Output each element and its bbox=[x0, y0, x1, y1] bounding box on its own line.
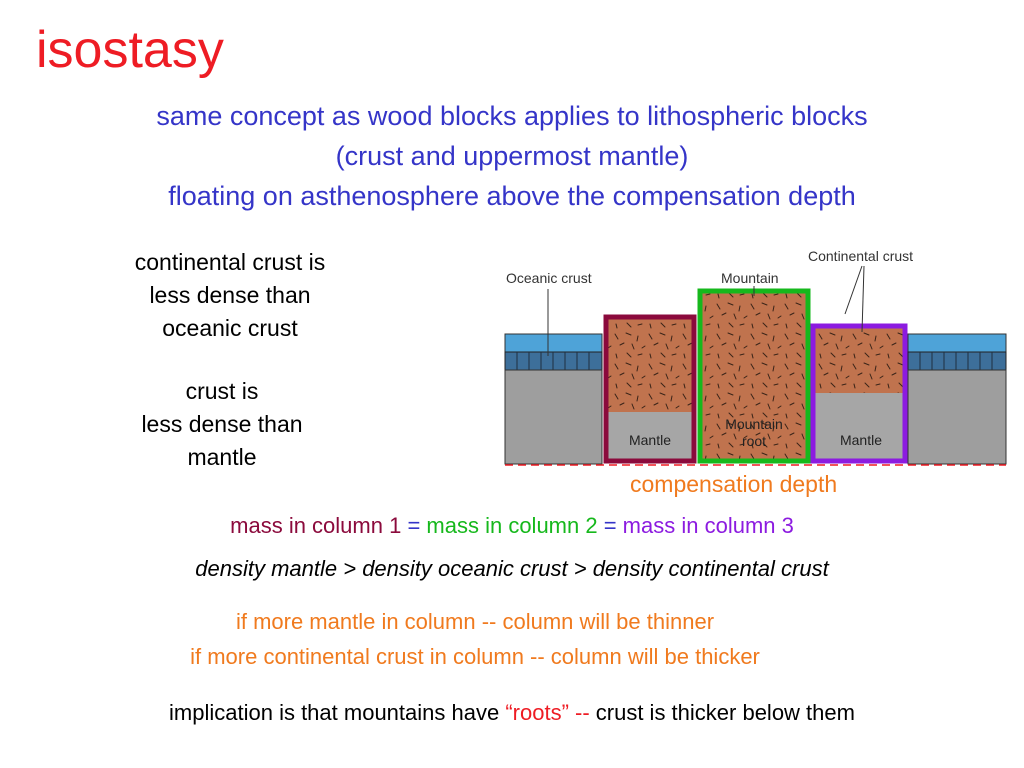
ocean-right bbox=[907, 333, 1007, 353]
conditional-statements: if more mantle in column -- column will … bbox=[0, 604, 950, 674]
column-1-mantle bbox=[606, 412, 694, 461]
implication-dash: -- bbox=[568, 700, 590, 725]
ocean-left bbox=[504, 333, 603, 353]
mountain-root-label-1: Mountain bbox=[725, 416, 783, 432]
oceanic-crust-label: Oceanic crust bbox=[506, 270, 592, 286]
continental-crust-leader-1 bbox=[844, 265, 863, 315]
equals-sign-1: = bbox=[401, 513, 427, 538]
column-3-outline bbox=[810, 323, 908, 464]
if-crust-line: if more continental crust in column -- c… bbox=[190, 644, 760, 669]
mass-column-1: mass in column 1 bbox=[230, 513, 402, 538]
side-note-continental-vs-oceanic: continental crust is less dense than oce… bbox=[95, 246, 365, 345]
mass-column-3: mass in column 3 bbox=[622, 513, 794, 538]
subtitle-line-2: (crust and uppermost mantle) bbox=[335, 141, 689, 171]
subtitle-line-3: floating on asthenosphere above the comp… bbox=[168, 181, 856, 211]
if-mantle-line: if more mantle in column -- column will … bbox=[235, 609, 715, 634]
column-1-mantle-label: Mantle bbox=[629, 432, 671, 448]
column-2-mountain-root bbox=[700, 291, 808, 461]
side-note-2-line-1: crust is bbox=[185, 378, 259, 404]
implication-part-1: implication is that mountains have bbox=[169, 700, 506, 725]
mantle-right bbox=[907, 369, 1007, 465]
column-1-outline bbox=[603, 314, 697, 464]
mass-column-2: mass in column 2 bbox=[426, 513, 598, 538]
column-3-crust bbox=[813, 326, 905, 393]
side-note-1-line-2: less dense than bbox=[149, 282, 311, 308]
column-3-mantle-label: Mantle bbox=[840, 432, 882, 448]
isostasy-diagram: Oceanic crust Mountain Continental crust… bbox=[504, 248, 1007, 466]
equals-sign-2: = bbox=[597, 513, 623, 538]
implication-part-2: crust is thicker below them bbox=[589, 700, 855, 725]
side-note-1-line-3: oceanic crust bbox=[162, 315, 298, 341]
implication-line: implication is that mountains have “root… bbox=[0, 700, 1024, 726]
mountain-label: Mountain bbox=[721, 270, 779, 286]
mass-equation: mass in column 1 = mass in column 2 = ma… bbox=[0, 513, 1024, 539]
continental-crust-leader-2 bbox=[861, 265, 865, 333]
side-note-1-line-1: continental crust is bbox=[134, 249, 326, 275]
density-relation: density mantle > density oceanic crust >… bbox=[195, 556, 829, 581]
subtitle: same concept as wood blocks applies to l… bbox=[0, 96, 1024, 216]
compensation-depth-label: compensation depth bbox=[630, 471, 838, 497]
roots-word: “roots” bbox=[505, 700, 569, 725]
column-3-mantle bbox=[813, 393, 905, 461]
side-note-crust-vs-mantle: crust is less dense than mantle bbox=[87, 375, 357, 474]
mountain-root-label-2: root bbox=[742, 433, 766, 449]
side-note-2-line-2: less dense than bbox=[141, 411, 303, 437]
side-note-2-line-3: mantle bbox=[187, 444, 257, 470]
mantle-left bbox=[504, 369, 603, 465]
column-1-crust bbox=[606, 317, 694, 412]
oceanic-crust-right bbox=[907, 351, 1007, 371]
continental-crust-label: Continental crust bbox=[808, 248, 913, 264]
page-title: isostasy bbox=[36, 21, 224, 79]
subtitle-line-1: same concept as wood blocks applies to l… bbox=[156, 101, 868, 131]
